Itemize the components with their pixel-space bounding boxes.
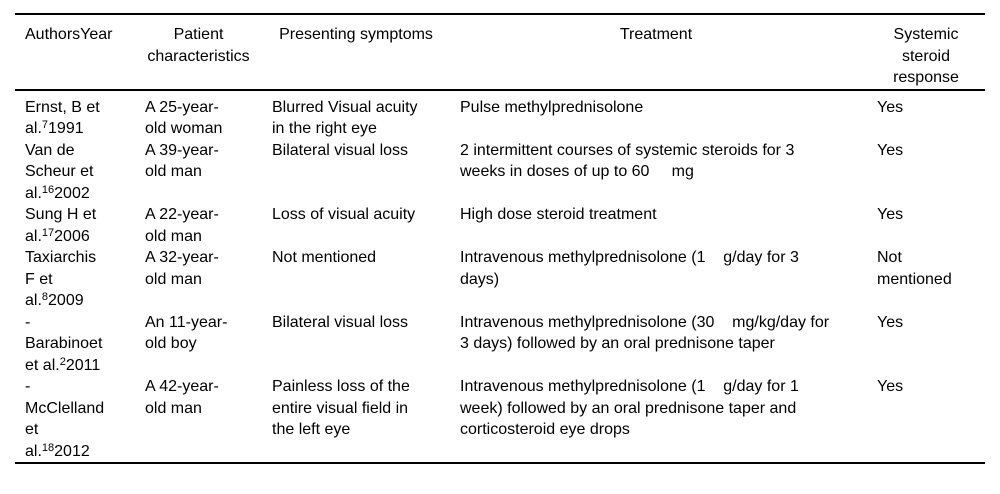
citation-ref: 17 [41,226,55,239]
citation-ref: 8 [41,291,49,303]
col-header-systemic-steroid-response: Systemic steroid response [877,14,985,91]
case-reports-table: AuthorsYear Patient characteristics Pres… [15,13,985,464]
citation-ref: 7 [41,119,49,131]
authors-text: Van de Scheur et al. [25,141,94,202]
cell-response: Yes [877,206,904,223]
cell-treatment: 2 intermittent courses of systemic stero… [460,141,795,181]
cell-symptoms: Bilateral visual loss [272,141,409,159]
cell-symptoms: Loss of visual acuity [272,206,416,223]
cell-patient: A 42-year- old man [145,378,219,417]
col-header-patient-characteristics: Patient characteristics [145,14,272,91]
authors-text: - Barabinoet et al. [25,313,103,374]
cell-symptoms: Blurred Visual acuity in the right eye [272,98,418,138]
authors-text: Sung H et al. [25,206,97,245]
cell-authors: - Barabinoet et al.22011 [15,312,145,377]
authors-text: Taxiarchis F et al. [25,249,97,309]
cell-treatment: Intravenous methylprednisolone (30 mg/kg… [460,313,830,353]
cell-response: Yes [877,141,904,159]
cell-authors: Sung H et al.172006 [15,204,145,247]
cell-treatment: Intravenous methylprednisolone (1 g/day … [460,249,799,288]
table-row: Ernst, B et al.71991 A 25-year- old woma… [15,90,985,140]
cell-response: Yes [877,313,904,331]
col-header-treatment: Treatment [460,14,877,91]
cell-treatment: Intravenous methylprednisolone (1 g/day … [460,378,799,438]
col-header-authors-year: AuthorsYear [15,14,145,91]
authors-text: - McClelland et al. [25,378,105,460]
cell-authors: Taxiarchis F et al.82009 [15,247,145,312]
col-header-presenting-symptoms: Presenting symptoms [272,14,460,91]
cell-patient: A 39-year- old man [145,141,219,181]
authors-year: 2006 [54,227,90,245]
table-row: Taxiarchis F et al.82009 A 32-year- old … [15,247,985,312]
table-row: Van de Scheur et al.162002 A 39-year- ol… [15,140,985,205]
citation-ref: 18 [41,441,55,454]
cell-patient: An 11-year- old boy [145,313,228,353]
cell-symptoms: Painless loss of the entire visual field… [272,378,410,438]
cell-symptoms: Not mentioned [272,249,377,266]
cell-authors: - McClelland et al.182012 [15,376,145,463]
citation-ref: 16 [41,183,55,196]
cell-symptoms: Bilateral visual loss [272,313,409,331]
cell-patient: A 32-year- old man [145,249,219,288]
authors-year: 2011 [65,356,101,374]
cell-patient: A 22-year- old man [145,206,219,245]
cell-response: Not mentioned [877,249,952,288]
table-row: - Barabinoet et al.22011 An 11-year- old… [15,312,985,377]
cell-authors: Ernst, B et al.71991 [15,90,145,140]
cell-authors: Van de Scheur et al.162002 [15,140,145,205]
cell-treatment: Pulse methylprednisolone [460,98,644,116]
authors-year: 2012 [54,442,90,460]
header-row: AuthorsYear Patient characteristics Pres… [15,14,985,91]
table-row: Sung H et al.172006 A 22-year- old man L… [15,204,985,247]
table-row: - McClelland et al.182012 A 42-year- old… [15,376,985,463]
authors-text: Ernst, B et al. [25,98,100,138]
cell-patient: A 25-year- old woman [145,98,223,138]
authors-year: 2009 [48,292,84,309]
cell-response: Yes [877,98,904,116]
authors-year: 1991 [48,120,84,137]
authors-year: 2002 [54,184,90,202]
cell-treatment: High dose steroid treatment [460,206,657,223]
cell-response: Yes [877,378,904,395]
citation-ref: 2 [59,355,66,368]
